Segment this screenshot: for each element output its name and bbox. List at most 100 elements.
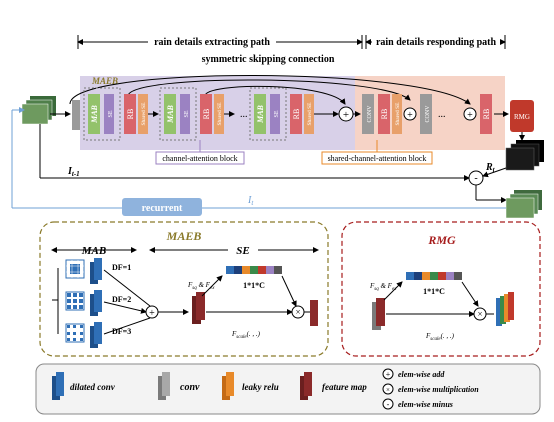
kernel-grid-3 bbox=[65, 323, 85, 343]
input-image bbox=[21, 96, 56, 125]
legend-minus-sign: - bbox=[387, 400, 390, 409]
skip-connection-label: symmetric skipping connection bbox=[202, 54, 335, 65]
df1-label: DF=1 bbox=[112, 263, 131, 272]
minus-sign: - bbox=[474, 173, 477, 184]
add-sign-2: + bbox=[407, 110, 413, 121]
mab-label-1: MAB bbox=[90, 104, 99, 123]
rb-pair-2: RB Shared SE bbox=[200, 94, 224, 134]
skip-arcs bbox=[69, 75, 471, 105]
respond-conv-2: CONV bbox=[420, 94, 432, 134]
respond-path-bracket: rain details responding path bbox=[365, 34, 506, 49]
rmg-panel-title: RMG bbox=[427, 233, 456, 247]
maeb-channel-vector bbox=[226, 266, 282, 274]
rb-pair-1: RB Shared SE bbox=[124, 94, 148, 134]
dilated-conv-1 bbox=[90, 258, 102, 284]
rb-pair-3: RB Shared SE bbox=[290, 94, 314, 134]
kernel-grid-1 bbox=[65, 259, 85, 279]
recurrent-box bbox=[122, 198, 202, 216]
maeb-feature-map-out bbox=[310, 300, 318, 326]
shared-se-label-3: Shared SE bbox=[307, 102, 313, 126]
rain-streak-output bbox=[505, 140, 544, 171]
kernel-grid-2 bbox=[65, 291, 85, 311]
respond-conv-1: CONV bbox=[362, 94, 374, 134]
derained-output-image bbox=[505, 190, 542, 219]
rmg-panel bbox=[341, 221, 541, 357]
rmg-feature-map-out bbox=[496, 292, 514, 326]
add-node-2 bbox=[403, 107, 417, 121]
rmg-fsq-label: Fsq & Fex bbox=[369, 282, 397, 292]
rmg-fscale-label: Fscale(. , .) bbox=[425, 332, 455, 342]
rmg-channel-vector bbox=[406, 272, 462, 280]
add-node-3 bbox=[463, 107, 477, 121]
maeb-fsq-label: Fsq & Fex bbox=[187, 281, 215, 291]
input-conv-block bbox=[72, 100, 80, 130]
df3-label: DF=3 bbox=[112, 327, 131, 336]
se-section-label: SE bbox=[236, 245, 249, 257]
conv-label-2: CONV bbox=[425, 105, 431, 123]
rmg-feature-map-in bbox=[372, 298, 385, 330]
mab-block-1 bbox=[88, 94, 100, 134]
respond-path-label: rain details responding path bbox=[376, 37, 497, 48]
rmg-block: RMG bbox=[510, 100, 534, 132]
shared-attention-caption: shared-channel-attention block bbox=[328, 154, 427, 163]
df2-label: DF=2 bbox=[112, 295, 131, 304]
add-sign-3: + bbox=[467, 110, 473, 121]
ellipsis-2: ... bbox=[438, 109, 446, 120]
maeb-panel-title: MAEB bbox=[166, 229, 202, 243]
rb-label-3: RB bbox=[292, 109, 301, 120]
rb-label-2: RB bbox=[202, 109, 211, 120]
legend-dilated-icon bbox=[52, 372, 64, 400]
respond-rb-1: RB Shared SE bbox=[378, 94, 402, 134]
channel-attention-caption: channel-attention block bbox=[162, 154, 237, 163]
legend-add-icon bbox=[382, 368, 394, 380]
legend-add-label: elem-wise add bbox=[398, 370, 445, 379]
legend-mult-sign: × bbox=[386, 386, 390, 394]
respond-rb-2: RB bbox=[480, 94, 492, 134]
maeb-unit-1: MAB SE bbox=[83, 87, 121, 141]
maeb-shape-label: 1*1*C bbox=[243, 281, 265, 290]
rmg-shape-label: 1*1*C bbox=[423, 287, 445, 296]
legend-feature-icon bbox=[300, 372, 312, 400]
rb-label-4: RB bbox=[380, 109, 389, 120]
maeb-tag: MAEB bbox=[91, 76, 118, 86]
dilated-conv-3 bbox=[90, 322, 102, 348]
conv-label-1: CONV bbox=[367, 105, 373, 123]
legend-dilated-label: dilated conv bbox=[70, 382, 116, 392]
recurrent-label: recurrent bbox=[142, 203, 183, 214]
mab-label-2: MAB bbox=[166, 104, 175, 123]
legend-mult-icon bbox=[382, 383, 394, 395]
se-block-1 bbox=[104, 94, 114, 134]
maeb-unit-3: MAB SE bbox=[249, 87, 287, 141]
se-label-1: SE bbox=[108, 110, 114, 117]
maeb-add-sign: + bbox=[149, 308, 155, 319]
se-label-3: SE bbox=[274, 110, 280, 117]
it-label: It bbox=[247, 195, 254, 207]
se-label-2: SE bbox=[184, 110, 190, 117]
rb-label-1: RB bbox=[126, 109, 135, 120]
legend-minus-label: elem-wise minus bbox=[398, 400, 453, 409]
legend-conv-label: conv bbox=[180, 382, 200, 393]
shared-se-label-1: Shared SE bbox=[141, 102, 147, 126]
legend-add-sign: + bbox=[386, 370, 391, 379]
rb-label-5: RB bbox=[482, 109, 491, 120]
legend-mult-label: elem-wise multiplication bbox=[398, 385, 479, 394]
maeb-fscale-label: Fscale(. , .) bbox=[231, 330, 261, 340]
maeb-panel bbox=[39, 221, 329, 357]
rmg-label: RMG bbox=[514, 113, 530, 121]
legend-feature-label: feature map bbox=[322, 382, 367, 392]
dilated-conv-2 bbox=[90, 290, 102, 316]
legend-conv-icon bbox=[158, 372, 170, 400]
ellipsis: ... bbox=[240, 109, 248, 120]
maeb-feature-map-in bbox=[192, 292, 205, 324]
mab-label-3: MAB bbox=[256, 104, 265, 123]
maeb-unit-2: MAB SE bbox=[159, 87, 197, 141]
add-sign-1: + bbox=[343, 109, 349, 121]
legend-minus-icon bbox=[382, 398, 394, 410]
mab-section-label: MAB bbox=[81, 245, 106, 257]
extract-path-label: rain details extracting path bbox=[154, 37, 270, 48]
input-i-label: It-1 bbox=[67, 166, 80, 178]
rmg-mult-sign: × bbox=[477, 309, 482, 319]
maeb-mult-sign: × bbox=[295, 307, 300, 317]
shared-se-label-2: Shared SE bbox=[217, 102, 223, 126]
